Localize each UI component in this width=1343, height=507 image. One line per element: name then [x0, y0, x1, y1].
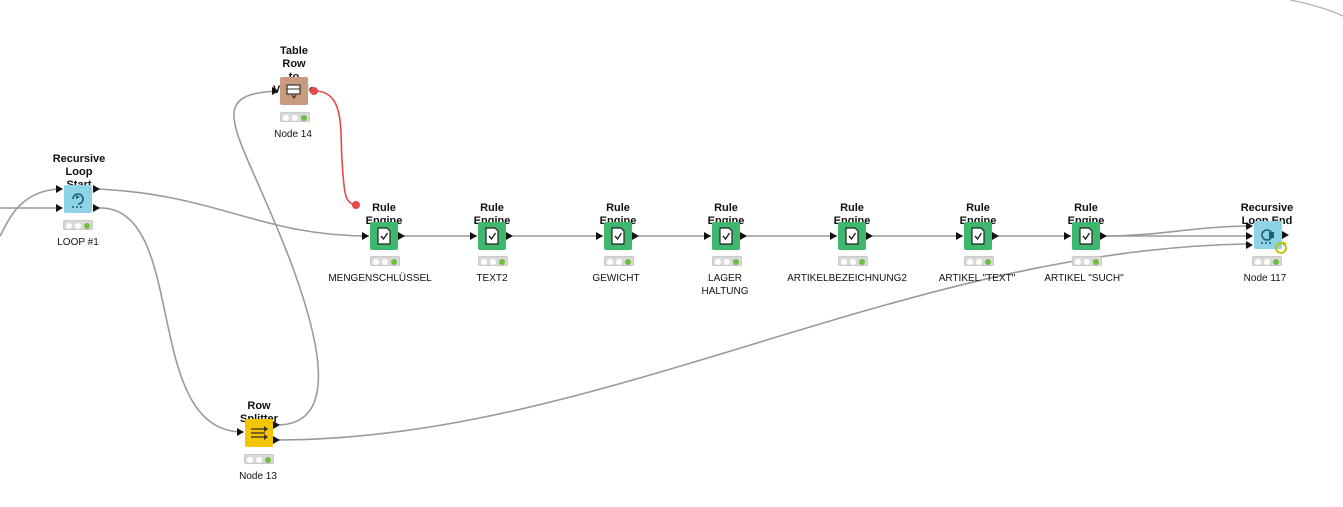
node-box[interactable]	[838, 222, 866, 250]
connection-wire	[97, 188, 370, 237]
loop-status-icon	[1275, 241, 1287, 254]
output-port-icon[interactable]	[1100, 232, 1108, 242]
node-label[interactable]: Node 117	[1243, 273, 1287, 284]
node-box[interactable]	[64, 185, 92, 213]
input-port-icon[interactable]	[830, 232, 838, 242]
node-box[interactable]	[478, 222, 506, 250]
node-box[interactable]	[712, 222, 740, 250]
rule-engine-icon	[377, 227, 391, 245]
node-label[interactable]: ARTIKEL "TEXT"	[938, 273, 1016, 284]
rule-engine-icon	[971, 227, 985, 245]
input-port-icon[interactable]	[362, 232, 370, 242]
node-box[interactable]	[370, 222, 398, 250]
node-status-indicator	[244, 454, 274, 464]
node-status-indicator	[370, 256, 400, 266]
output-port-icon[interactable]	[273, 420, 281, 446]
connection-wire	[1104, 225, 1247, 237]
rule-engine-icon	[611, 227, 625, 245]
node-box[interactable]	[964, 222, 992, 250]
rule-engine-icon	[1079, 227, 1093, 245]
rule-engine-icon	[719, 227, 733, 245]
output-port-icon[interactable]	[632, 232, 640, 242]
rule-engine-icon	[845, 227, 859, 245]
output-port-icon[interactable]	[992, 232, 1000, 242]
node-status-indicator	[712, 256, 742, 266]
flow-variable-port-icon[interactable]	[351, 200, 361, 210]
flow-variable-port-icon[interactable]	[309, 86, 319, 96]
output-port-icon[interactable]	[1282, 231, 1290, 241]
node-box[interactable]	[245, 419, 273, 447]
connection-wire	[1289, 0, 1343, 17]
node-status-indicator	[964, 256, 994, 266]
output-port-icon[interactable]	[398, 232, 406, 242]
node-status-indicator	[280, 112, 310, 122]
node-box[interactable]	[280, 77, 308, 105]
node-label[interactable]: LAGER HALTUNG	[701, 273, 749, 297]
node-status-indicator	[478, 256, 508, 266]
row-splitter-icon	[251, 426, 268, 440]
node-label[interactable]: GEWICHT	[592, 273, 640, 284]
node-status-indicator	[63, 220, 93, 230]
node-label[interactable]: Node 14	[274, 129, 312, 140]
output-port-icon[interactable]	[93, 184, 101, 214]
input-port-icon[interactable]	[1064, 232, 1072, 242]
flow-variable-wire	[314, 90, 357, 206]
rule-engine-icon	[485, 227, 499, 245]
loop-end-icon	[1261, 229, 1274, 244]
input-port-icon[interactable]	[470, 232, 478, 242]
input-port-icon[interactable]	[1246, 221, 1254, 249]
input-port-icon[interactable]	[596, 232, 604, 242]
node-label[interactable]: LOOP #1	[57, 237, 99, 248]
input-port-icon[interactable]	[704, 232, 712, 242]
connection-wire	[97, 207, 244, 433]
node-status-indicator	[1072, 256, 1102, 266]
connection-wire	[233, 90, 320, 426]
node-status-indicator	[838, 256, 868, 266]
output-port-icon[interactable]	[506, 232, 514, 242]
input-port-icon[interactable]	[56, 184, 64, 214]
node-label[interactable]: MENGENSCHLÜSSEL	[328, 273, 432, 284]
loop-start-icon	[72, 193, 84, 208]
node-status-indicator	[604, 256, 634, 266]
input-port-icon[interactable]	[237, 428, 245, 438]
node-status-indicator	[1252, 256, 1282, 266]
input-port-icon[interactable]	[956, 232, 964, 242]
node-label[interactable]: Node 13	[239, 471, 277, 482]
node-label[interactable]: TEXT2	[476, 273, 508, 284]
table-row-to-variable-icon	[286, 84, 301, 100]
node-label[interactable]: ARTIKELBEZEICHNUNG2	[787, 273, 907, 284]
output-port-icon[interactable]	[740, 232, 748, 242]
node-box[interactable]	[1072, 222, 1100, 250]
output-port-icon[interactable]	[866, 232, 874, 242]
node-box[interactable]	[604, 222, 632, 250]
node-label[interactable]: ARTIKEL "SUCH"	[1044, 273, 1124, 284]
connection-wire	[0, 188, 59, 237]
input-port-icon[interactable]	[272, 87, 280, 97]
